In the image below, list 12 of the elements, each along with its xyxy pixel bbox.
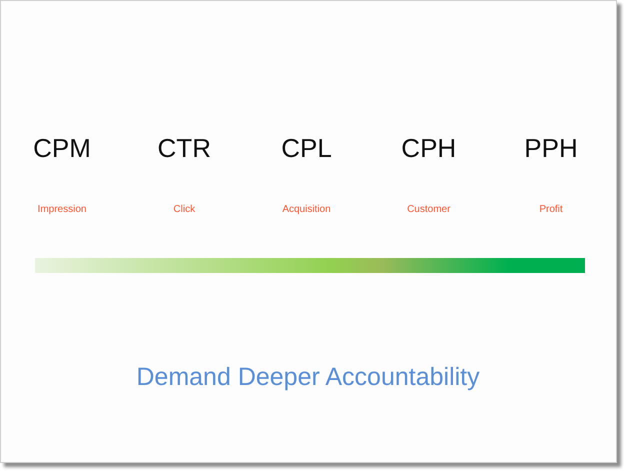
metric-label: Customer: [407, 204, 450, 216]
metric-abbreviation: CPM: [33, 133, 91, 163]
metric-abbreviation: CPH: [401, 133, 456, 163]
metric-label: Impression: [38, 204, 86, 216]
gradient-bar: [35, 258, 585, 273]
metric-label: Profit: [539, 204, 563, 216]
metric-abbreviation: CPL: [281, 133, 332, 163]
slide-title: Demand Deeper Accountability: [136, 362, 480, 392]
metric-label: Click: [173, 204, 196, 216]
metric-abbreviation: CTR: [158, 133, 211, 163]
metric-label: Acquisition: [282, 204, 331, 216]
metric-abbreviation: PPH: [524, 133, 578, 163]
